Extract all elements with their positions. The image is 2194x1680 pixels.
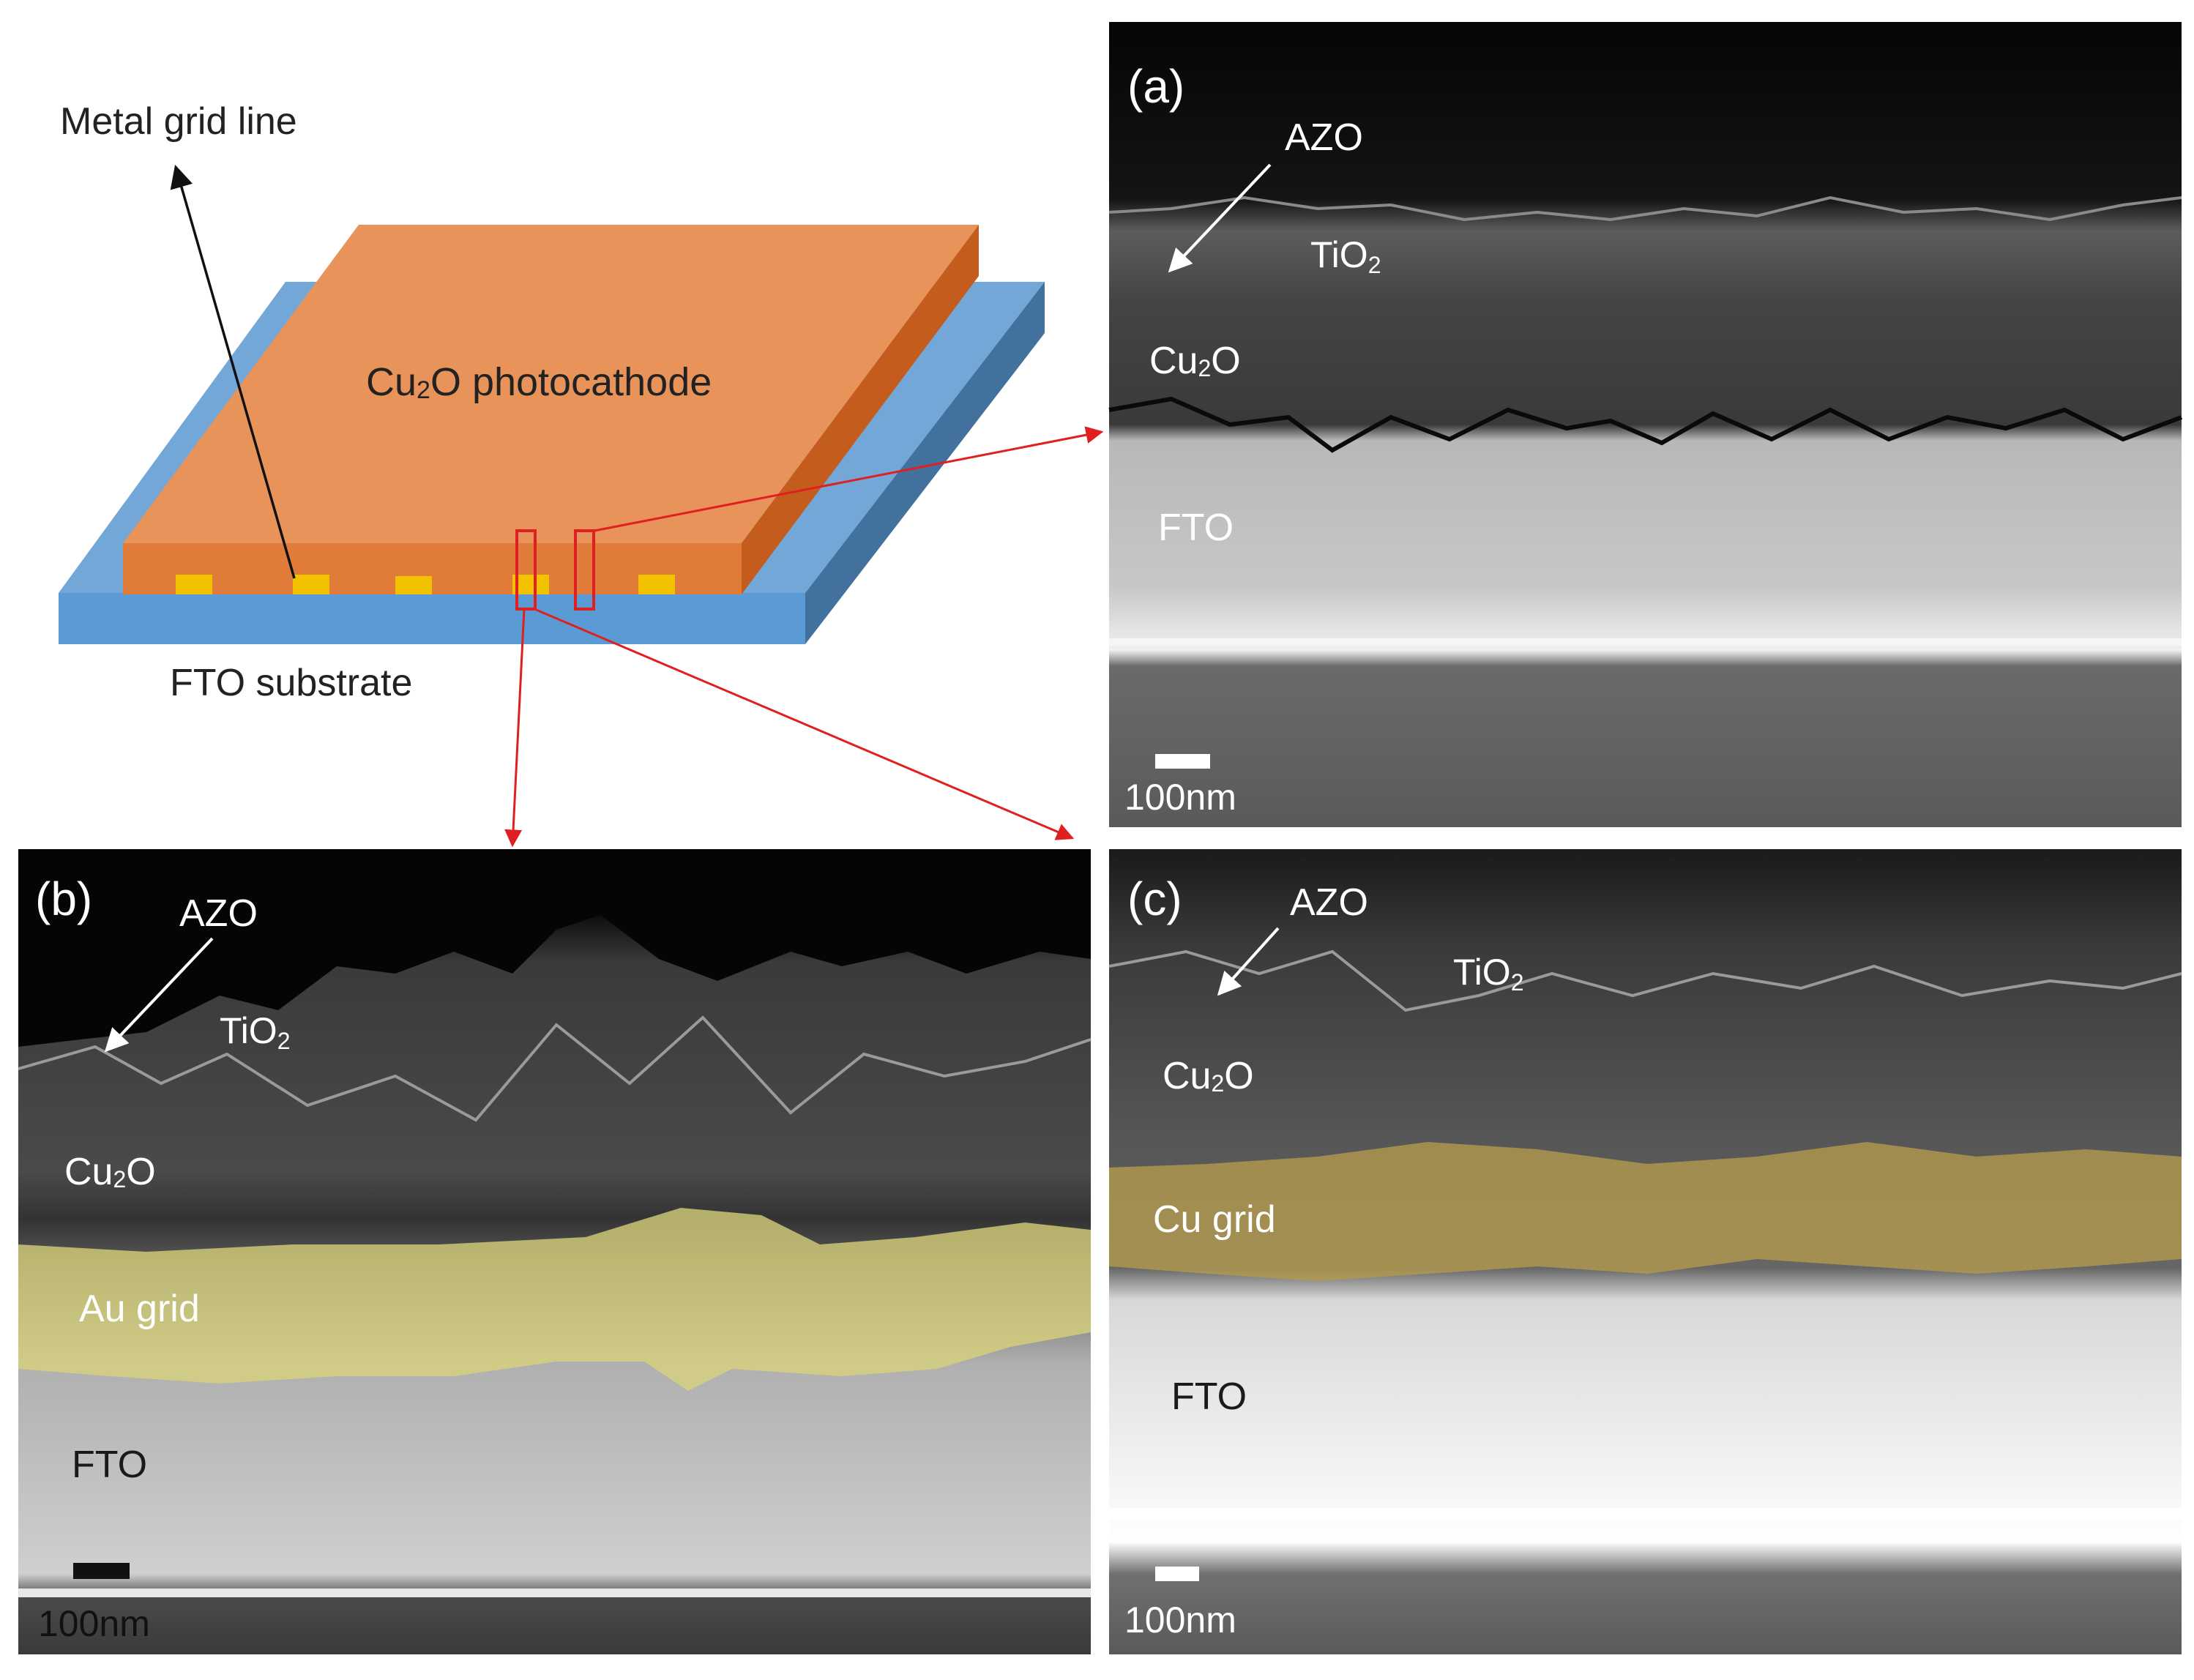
film-top-b	[18, 849, 1091, 1047]
photocathode-label: Cu2O photocathode	[366, 360, 712, 404]
panel-b-cu2o-label: Cu2O	[64, 1151, 156, 1193]
tio2-cu2o-interface-b	[18, 1015, 1092, 1122]
panel-c-azo-arrow	[1217, 927, 1280, 996]
panel-b-azo-label: AZO	[179, 892, 258, 935]
grid-pad	[293, 575, 329, 594]
grid-pad	[176, 575, 212, 594]
panel-c-grid-label: Cu grid	[1153, 1198, 1276, 1241]
sem-image-a	[1109, 22, 2182, 827]
panel-a-scale-label: 100nm	[1124, 777, 1236, 818]
sem-panel-c: (c) AZO TiO2 Cu2O Cu grid FTO 100nm	[1108, 849, 2182, 1654]
panel-a-fto-label: FTO	[1158, 507, 1234, 549]
panel-a-azo-label: AZO	[1285, 116, 1363, 159]
cu2o-top-face	[123, 225, 979, 543]
panel-b-fto-label: FTO	[72, 1444, 147, 1486]
panel-c-fto-label: FTO	[1171, 1375, 1247, 1418]
interface-crack-a	[1108, 396, 2183, 453]
panel-c-cu2o-label: Cu2O	[1163, 1055, 1254, 1097]
substrate-side-face	[805, 282, 1045, 644]
au-grid-overlay	[18, 1208, 1091, 1391]
panel-b-tag: (b)	[35, 873, 92, 925]
arrow-to-panel-c	[534, 608, 1075, 840]
panel-b-scale-label: 100nm	[38, 1603, 150, 1644]
fto-base-line-c	[1109, 1508, 2182, 1520]
panel-a-scale-bar	[1155, 754, 1210, 769]
selection-box-grid	[515, 529, 537, 611]
grid-pad	[395, 576, 432, 594]
panel-b-tio2-label: TiO2	[220, 1010, 290, 1054]
device-schematic: Metal grid line Cu2O photocathode FTO su…	[59, 100, 1045, 704]
arrow-to-panel-b	[504, 608, 526, 848]
panel-a-cu2o-label: Cu2O	[1149, 340, 1241, 382]
tio2-cu2o-interface-c	[1108, 949, 2182, 1012]
panel-b-scale-bar	[73, 1563, 130, 1579]
tio2-edge-a	[1108, 195, 2182, 222]
panel-a-azo-arrow	[1168, 163, 1272, 273]
arrow-to-panel-a	[594, 426, 1104, 532]
panel-a-tag: (a)	[1127, 60, 1184, 113]
cu2o-side-face	[742, 225, 979, 594]
panel-a-tio2-label: TiO2	[1310, 234, 1381, 278]
panel-b-azo-arrow	[104, 937, 214, 1053]
metal-grid-line-label: Metal grid line	[60, 100, 297, 143]
grid-pad	[512, 575, 549, 594]
fto-base-line-a	[1109, 638, 2182, 646]
panel-c-tag: (c)	[1127, 873, 1182, 925]
panel-b-grid-label: Au grid	[79, 1288, 200, 1330]
panel-c-tio2-label: TiO2	[1453, 952, 1523, 996]
metal-grid-arrow	[170, 164, 296, 579]
panel-c-azo-label: AZO	[1290, 881, 1368, 924]
cu2o-front-face	[123, 543, 742, 594]
panel-c-scale-bar	[1155, 1567, 1199, 1581]
selection-box-bare	[574, 529, 595, 611]
sem-panel-a: (a) AZO TiO2 Cu2O FTO 100nm	[1108, 22, 2183, 827]
substrate-front-face	[59, 593, 805, 644]
cu-grid-overlay	[1109, 1142, 2182, 1281]
sem-panel-b: (b) AZO TiO2 Cu2O Au grid FTO 100nm	[18, 849, 1092, 1654]
grid-pad	[638, 575, 675, 594]
connector-arrows	[504, 426, 1104, 848]
fto-substrate-label: FTO substrate	[170, 662, 412, 704]
panel-c-scale-label: 100nm	[1124, 1599, 1236, 1640]
fto-base-line-b	[18, 1588, 1091, 1597]
